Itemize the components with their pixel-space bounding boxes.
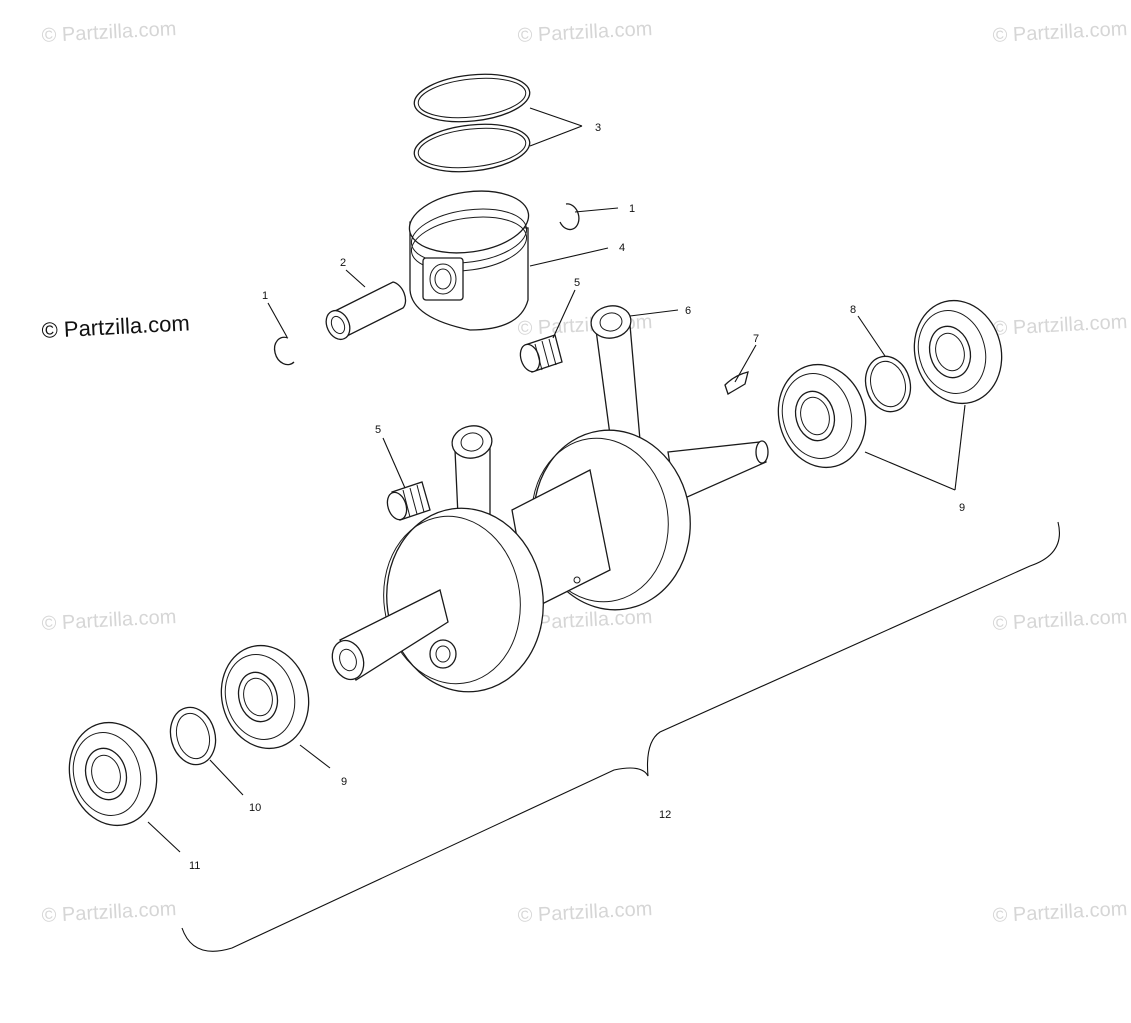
watermark-text: © Partzilla.com xyxy=(41,18,177,47)
watermark-primary: © Partzilla.com xyxy=(41,310,190,343)
callout-10: 10 xyxy=(249,802,261,814)
needle-bearing-lower xyxy=(386,481,431,521)
wrist-pin xyxy=(325,281,407,341)
shim-ring-left xyxy=(169,706,217,766)
watermark-text: © Partzilla.com xyxy=(41,898,177,927)
circlip-left xyxy=(273,336,295,366)
callout-2: 2 xyxy=(340,257,346,269)
callout-6: 6 xyxy=(685,305,691,317)
callout-1-right: 1 xyxy=(629,203,635,215)
piston-rings xyxy=(413,73,531,173)
callout-labels: 3 1 4 2 1 5 6 7 8 9 5 9 10 11 12 xyxy=(189,122,965,872)
callout-8: 8 xyxy=(850,304,856,316)
callout-1-left: 1 xyxy=(262,290,268,302)
callout-5-lower: 5 xyxy=(375,424,381,436)
watermark-text: © Partzilla.com xyxy=(992,606,1128,635)
callout-12: 12 xyxy=(659,809,671,821)
callout-11: 11 xyxy=(189,860,200,872)
callout-3: 3 xyxy=(595,122,601,134)
callout-4: 4 xyxy=(619,242,625,254)
watermark-text: © Partzilla.com xyxy=(992,18,1128,47)
leader-lines xyxy=(147,107,1060,952)
shim-ring-right xyxy=(864,355,912,413)
watermark-text: © Partzilla.com xyxy=(41,606,177,635)
watermark-text: © Partzilla.com xyxy=(517,898,653,927)
crankshaft-assembly xyxy=(331,305,769,693)
callout-5-upper: 5 xyxy=(574,277,580,289)
callout-9-left: 9 xyxy=(341,776,347,788)
callout-9-right: 9 xyxy=(959,502,965,514)
watermark-text: © Partzilla.com xyxy=(992,311,1128,340)
oil-seal-left xyxy=(68,721,158,827)
needle-bearing-upper xyxy=(519,334,563,373)
callout-7: 7 xyxy=(753,333,759,345)
woodruff-key xyxy=(724,371,749,395)
circlip-right xyxy=(559,203,580,231)
watermark-text: © Partzilla.com xyxy=(517,18,653,47)
watermark-text: © Partzilla.com xyxy=(992,898,1128,927)
oil-seal-right xyxy=(913,299,1003,405)
main-bearing-right xyxy=(777,363,867,469)
piston xyxy=(408,190,530,331)
main-bearing-left xyxy=(220,644,310,750)
